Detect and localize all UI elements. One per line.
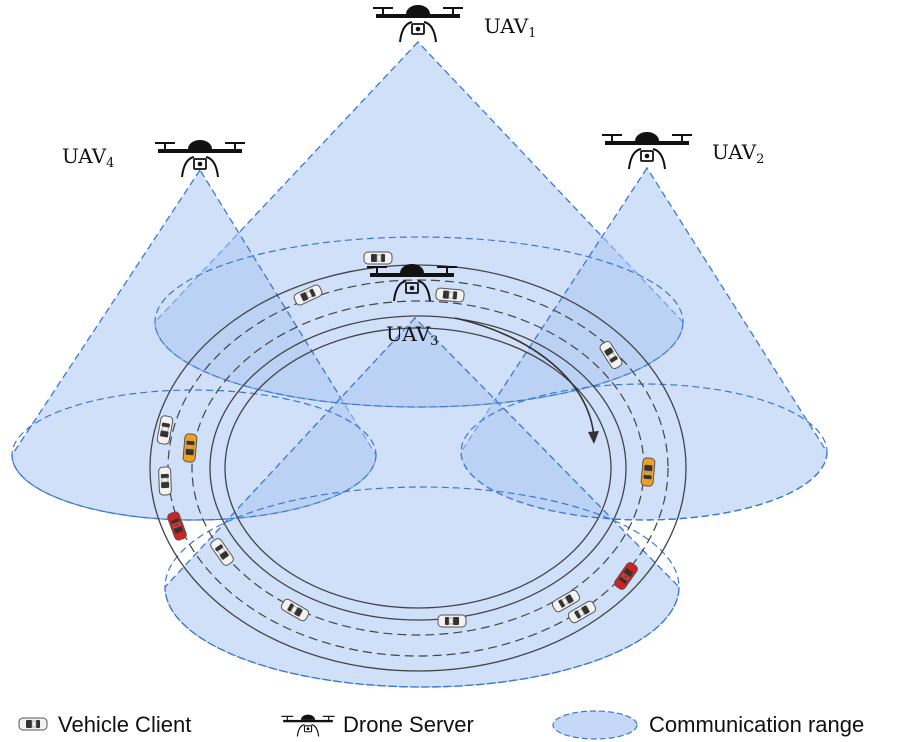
drone-icon [372, 4, 464, 43]
uav1-drone [372, 4, 464, 43]
coverage-ellipse-outlines [11, 236, 828, 688]
uav4-label: UAV4 [62, 144, 114, 171]
vehicle-client [158, 466, 172, 496]
uav1-label: UAV1 [484, 14, 536, 41]
drone-icon [601, 131, 693, 170]
legend: Vehicle Client Drone Server Communicatio… [18, 710, 864, 740]
uav3-label: UAV3 [386, 322, 438, 349]
vehicle-client [435, 287, 465, 303]
uav2-drone [601, 131, 693, 170]
direction-arrow [454, 317, 599, 444]
legend-vehicle-icon [18, 717, 48, 731]
legend-range-icon [552, 710, 638, 740]
vehicle-client [640, 457, 656, 487]
vehicle-client [437, 614, 467, 628]
vehicle-client [182, 433, 198, 463]
legend-drone-icon [280, 713, 336, 738]
legend-drone-label: Drone Server [343, 712, 474, 737]
uav2-label: UAV2 [712, 140, 764, 167]
legend-range-label: Communication range [649, 712, 864, 737]
legend-vehicle-label: Vehicle Client [58, 712, 191, 737]
vehicle-client [363, 251, 393, 265]
